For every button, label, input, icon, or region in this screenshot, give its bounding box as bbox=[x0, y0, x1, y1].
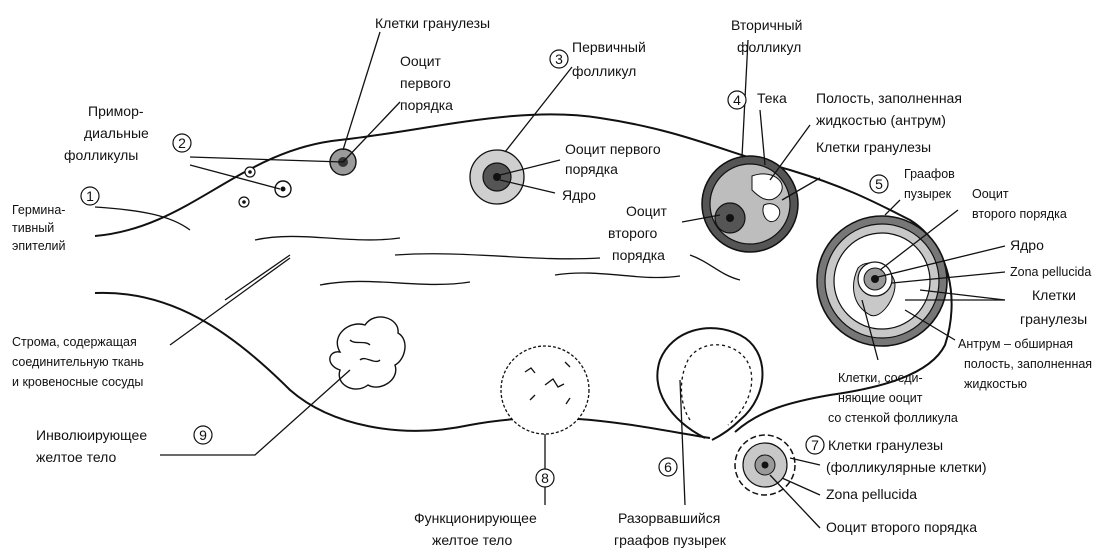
stage-number-6: 6 bbox=[659, 458, 677, 476]
label-secondary-follicle: Вторичный фолликул bbox=[731, 17, 806, 55]
label-primary-follicle: Первичный фолликул bbox=[572, 39, 650, 79]
stage-number-9: 9 bbox=[194, 426, 212, 444]
stage-number-7: 7 bbox=[806, 436, 824, 454]
label-primordial-follicles: Примор- диальные фолликулы bbox=[64, 103, 153, 163]
stage-number-5: 5 bbox=[870, 175, 888, 193]
svg-text:8: 8 bbox=[541, 470, 549, 486]
stage-number-4: 4 bbox=[728, 91, 746, 109]
functioning-corpus-luteum bbox=[501, 346, 589, 434]
label-granulosa-cells-3: Клетки гранулезы bbox=[1020, 287, 1087, 327]
label-functioning-corpus-luteum: Функционирующее желтое тело bbox=[414, 510, 541, 548]
label-nucleus-1: Ядро bbox=[562, 187, 596, 203]
stage-numbers: 1 2 3 4 5 6 7 8 9 bbox=[81, 50, 888, 487]
primordial-follicles bbox=[239, 149, 356, 207]
label-antrum-large: Антрум – обширная полость, заполненная ж… bbox=[958, 337, 1096, 391]
svg-text:2: 2 bbox=[178, 135, 186, 151]
svg-text:1: 1 bbox=[86, 188, 94, 204]
label-stroma: Строма, содержащая соединительную ткань … bbox=[12, 335, 147, 389]
label-primary-oocyte-1: Ооцит первого порядка bbox=[400, 53, 455, 113]
label-ovulated-oocyte: Ооцит второго порядка bbox=[826, 519, 977, 535]
label-secondary-oocyte-1: Ооцит второго порядка bbox=[608, 203, 671, 263]
label-zona-pellucida-1: Zona pellucida bbox=[1010, 265, 1091, 279]
label-involuting-corpus-luteum: Инволюирующее желтое тело bbox=[36, 427, 151, 465]
label-granulosa-cells-2: Клетки гранулезы bbox=[816, 139, 931, 155]
svg-text:6: 6 bbox=[664, 459, 672, 475]
svg-text:4: 4 bbox=[733, 92, 741, 108]
label-granulosa-cells-top: Клетки гранулезы bbox=[375, 15, 490, 31]
svg-text:7: 7 bbox=[811, 437, 819, 453]
secondary-follicle bbox=[702, 156, 798, 252]
graafian-follicle bbox=[817, 216, 947, 346]
label-zona-pellucida-2: Zona pellucida bbox=[826, 486, 917, 502]
primary-follicle bbox=[470, 150, 524, 204]
label-antrum: Полость, заполненная жидкостью (антрум) bbox=[816, 90, 966, 128]
stage-number-3: 3 bbox=[550, 50, 568, 68]
svg-text:3: 3 bbox=[555, 51, 563, 67]
label-graafian-vesicle: Граафов пузырек bbox=[904, 167, 958, 201]
ovulated-oocyte bbox=[735, 435, 795, 495]
label-secondary-oocyte-2: Ооцит второго порядка bbox=[972, 187, 1067, 221]
label-nucleus-2: Ядро bbox=[1010, 237, 1044, 253]
stage-number-8: 8 bbox=[536, 469, 554, 487]
stage-number-2: 2 bbox=[173, 134, 191, 152]
label-primary-oocyte-2: Ооцит первого порядка bbox=[565, 141, 665, 177]
label-ruptured-graafian: Разорвавшийся граафов пузырек bbox=[614, 510, 727, 548]
label-connecting-cells: Клетки, соеди- няющие ооцит со стенкой ф… bbox=[828, 371, 958, 425]
label-theca: Тека bbox=[757, 90, 787, 106]
svg-text:9: 9 bbox=[199, 427, 207, 443]
stage-number-1: 1 bbox=[81, 187, 99, 205]
label-ovulated-granulosa: Клетки гранулезы (фолликулярные клетки) bbox=[826, 437, 987, 475]
label-germinal-epithelium: Гермина- тивный эпителий bbox=[12, 203, 69, 253]
svg-text:5: 5 bbox=[875, 176, 883, 192]
